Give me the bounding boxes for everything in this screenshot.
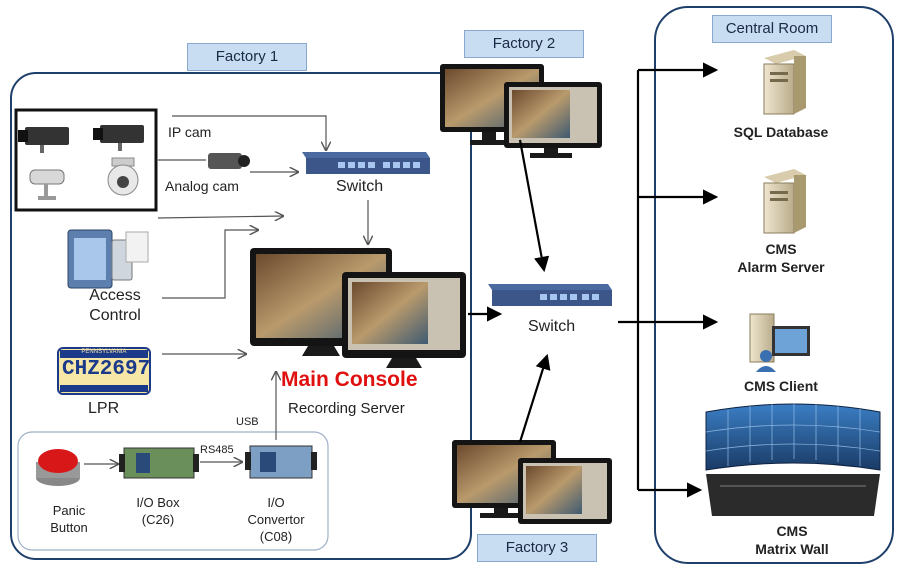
io-group-box <box>17 431 329 551</box>
alarm-server-label: CMS Alarm Server <box>706 240 856 276</box>
bullet-camera-icon <box>29 169 65 200</box>
access-control-label-line1: Access <box>89 287 141 304</box>
access-control-label: Access Control <box>70 286 160 326</box>
lpr-label: LPR <box>88 400 120 417</box>
factory1-zone <box>10 72 472 560</box>
io-convertor-label-line1: I/O <box>267 495 285 510</box>
cms-client-icon <box>749 313 810 372</box>
io-box-icon <box>119 447 199 479</box>
io-convertor-label-line3: (C08) <box>259 529 293 544</box>
io-box-label-line2: (C26) <box>141 512 175 527</box>
factory3-monitor-icon <box>452 440 612 524</box>
analog-cam-label: Analog cam <box>165 178 239 194</box>
matrix-wall-icon <box>705 403 881 516</box>
central-room-zone <box>654 6 894 564</box>
main-console-monitor-icon <box>250 248 466 368</box>
bold-connectors <box>468 62 719 498</box>
ip-cam-label: IP cam <box>168 124 212 140</box>
panic-button-icon <box>36 449 80 486</box>
alarm-server-label-line1: CMS <box>765 241 797 257</box>
factory1-switch-label: Switch <box>336 178 384 195</box>
factory3-label: Factory 3 <box>477 534 597 562</box>
dome-camera-icon <box>107 157 139 196</box>
central-room-label: Central Room <box>712 15 832 43</box>
sql-server-icon <box>763 50 806 115</box>
factory1-label: Factory 1 <box>187 43 307 71</box>
access-control-icon <box>67 229 149 289</box>
license-plate-icon <box>57 347 151 395</box>
factory2-monitor-icon <box>440 64 602 158</box>
usb-label: USB <box>236 416 259 428</box>
alarm-server-label-line2: Alarm Server <box>737 259 825 275</box>
panic-button-label-line1: Panic <box>52 503 86 518</box>
io-box-label-line1: I/O Box <box>136 495 180 510</box>
matrix-wall-label-line2: Matrix Wall <box>755 541 829 557</box>
io-convertor-label: I/O Convertor (C08) <box>236 494 316 545</box>
ip-camera-icon <box>18 127 69 153</box>
analog-camera-icon <box>208 153 250 169</box>
rs485-label: RS485 <box>200 444 234 456</box>
access-control-label-line2: Control <box>89 307 141 324</box>
io-convertor-icon <box>245 445 317 479</box>
factory1-switch-icon <box>302 152 430 174</box>
network-switch-icon <box>488 284 612 306</box>
panic-button-label: Panic Button <box>34 502 104 536</box>
plate-number: CHZ2697 <box>62 358 151 381</box>
thin-connectors <box>84 115 368 464</box>
network-switch-label: Switch <box>528 318 576 335</box>
io-convertor-label-line2: Convertor <box>247 512 305 527</box>
matrix-wall-label-line1: CMS <box>776 523 808 539</box>
camera-group <box>14 108 158 212</box>
ip-camera-icon <box>93 125 144 151</box>
cms-client-label: CMS Client <box>744 378 818 394</box>
sql-database-label: SQL Database <box>733 124 829 140</box>
factory2-label: Factory 2 <box>464 30 584 58</box>
matrix-wall-label: CMS Matrix Wall <box>706 522 878 558</box>
panic-button-label-line2: Button <box>50 520 88 535</box>
plate-header: PENNSYLVANIA <box>81 349 127 355</box>
alarm-server-icon <box>763 169 806 234</box>
main-console-title: Main Console <box>281 368 418 391</box>
io-box-label: I/O Box (C26) <box>118 494 198 528</box>
recording-server-label: Recording Server <box>288 400 405 417</box>
